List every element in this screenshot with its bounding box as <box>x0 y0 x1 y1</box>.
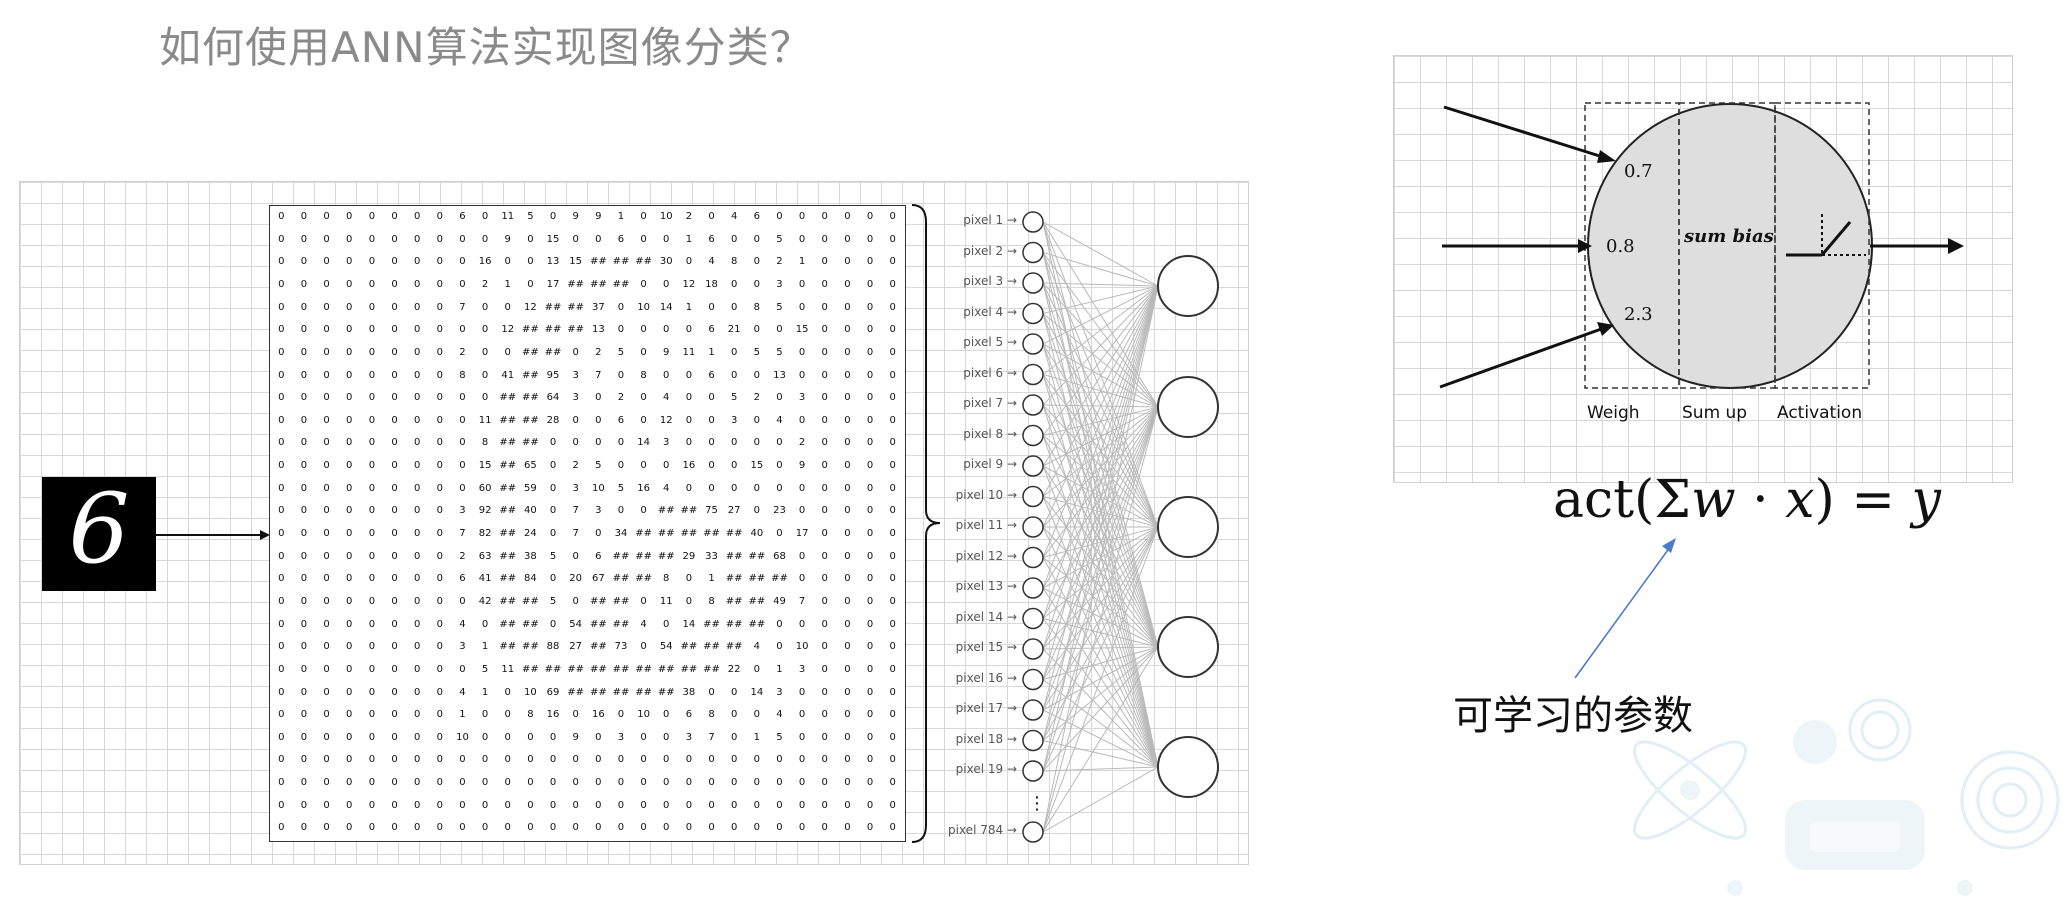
robot-watermark-icon <box>0 0 2067 901</box>
